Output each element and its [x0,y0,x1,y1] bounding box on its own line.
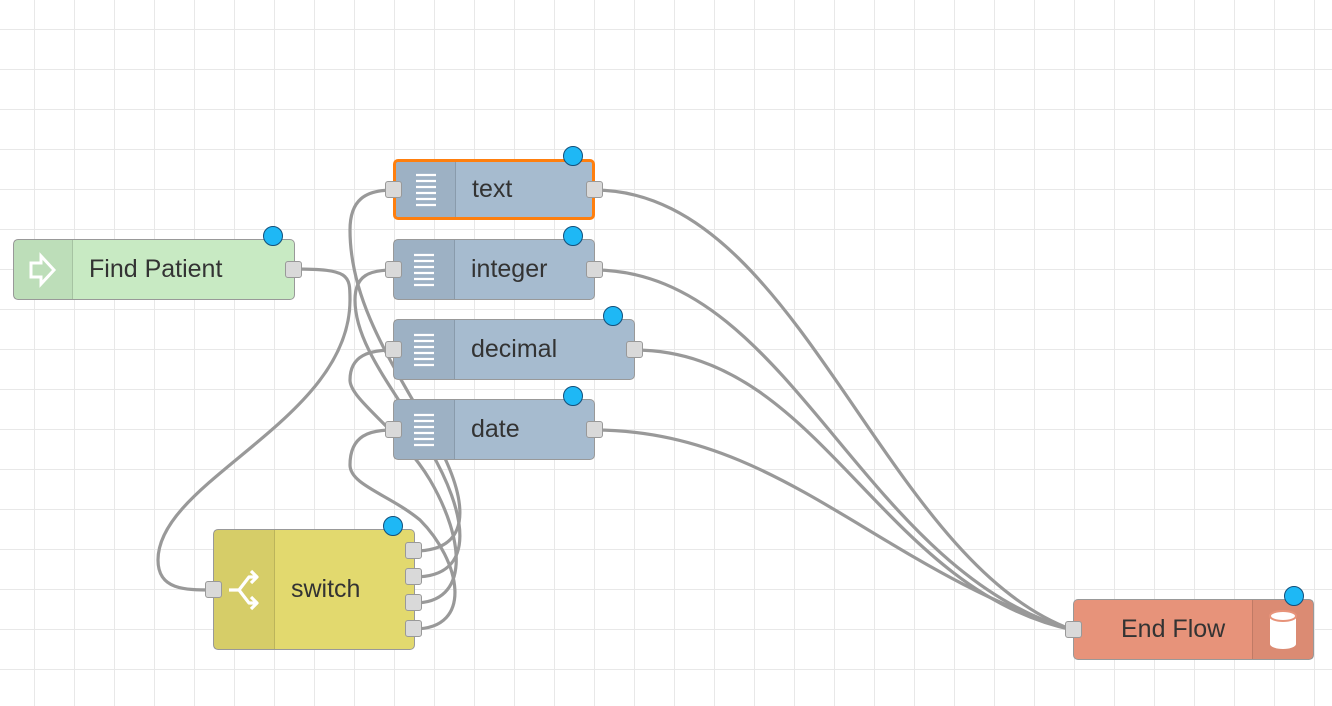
database-icon [1269,609,1297,649]
wire-date-to-end-flow[interactable] [593,428,1074,632]
switch-output-port-2[interactable] [405,568,422,585]
node-label: switch [291,575,361,603]
decimal-status-dot [603,306,623,326]
switch-icon [229,569,259,610]
list-icon [414,413,434,446]
node-date-icon-area [394,400,455,459]
decimal-input-port[interactable] [385,341,402,358]
node-find-patient[interactable]: Find Patient [13,239,295,300]
arrow-in-icon [29,251,57,288]
node-label: Find Patient [89,255,223,283]
text-input-port[interactable] [385,181,402,198]
list-icon [415,173,436,206]
node-integer[interactable]: integer [393,239,595,300]
node-text[interactable]: text [393,159,595,220]
node-end-flow[interactable]: End Flow [1073,599,1314,660]
node-switch-icon-area [214,530,275,649]
wire-text-to-end-flow[interactable] [593,188,1074,632]
node-label: integer [471,255,548,283]
node-integer-icon-area [394,240,455,299]
integer-output-port[interactable] [586,261,603,278]
node-label: date [471,415,520,443]
text-output-port[interactable] [586,181,603,198]
decimal-output-port[interactable] [626,341,643,358]
end-flow-input-port[interactable] [1065,621,1082,638]
end-flow-status-dot [1284,586,1304,606]
node-text-icon-area [396,162,456,217]
node-label: text [472,175,513,203]
text-status-dot [563,146,583,166]
wire-decimal-to-end-flow[interactable] [633,348,1074,632]
date-status-dot [563,386,583,406]
list-icon [414,253,434,286]
wire-integer-to-end-flow[interactable] [593,268,1074,632]
switch-output-port-3[interactable] [405,594,422,611]
node-decimal-icon-area [394,320,455,379]
find-patient-output-port[interactable] [285,261,302,278]
switch-status-dot [383,516,403,536]
date-output-port[interactable] [586,421,603,438]
integer-input-port[interactable] [385,261,402,278]
node-label: End Flow [1121,615,1226,643]
switch-output-port-4[interactable] [405,620,422,637]
node-date[interactable]: date [393,399,595,460]
node-find-patient-icon-area [14,240,73,299]
node-decimal[interactable]: decimal [393,319,635,380]
switch-output-port-1[interactable] [405,542,422,559]
list-icon [414,333,434,366]
node-end-flow-icon-area [1252,600,1313,659]
find-patient-status-dot [263,226,283,246]
date-input-port[interactable] [385,421,402,438]
node-label: decimal [471,335,558,363]
switch-input-port[interactable] [205,581,222,598]
node-switch[interactable]: switch [213,529,415,650]
integer-status-dot [563,226,583,246]
